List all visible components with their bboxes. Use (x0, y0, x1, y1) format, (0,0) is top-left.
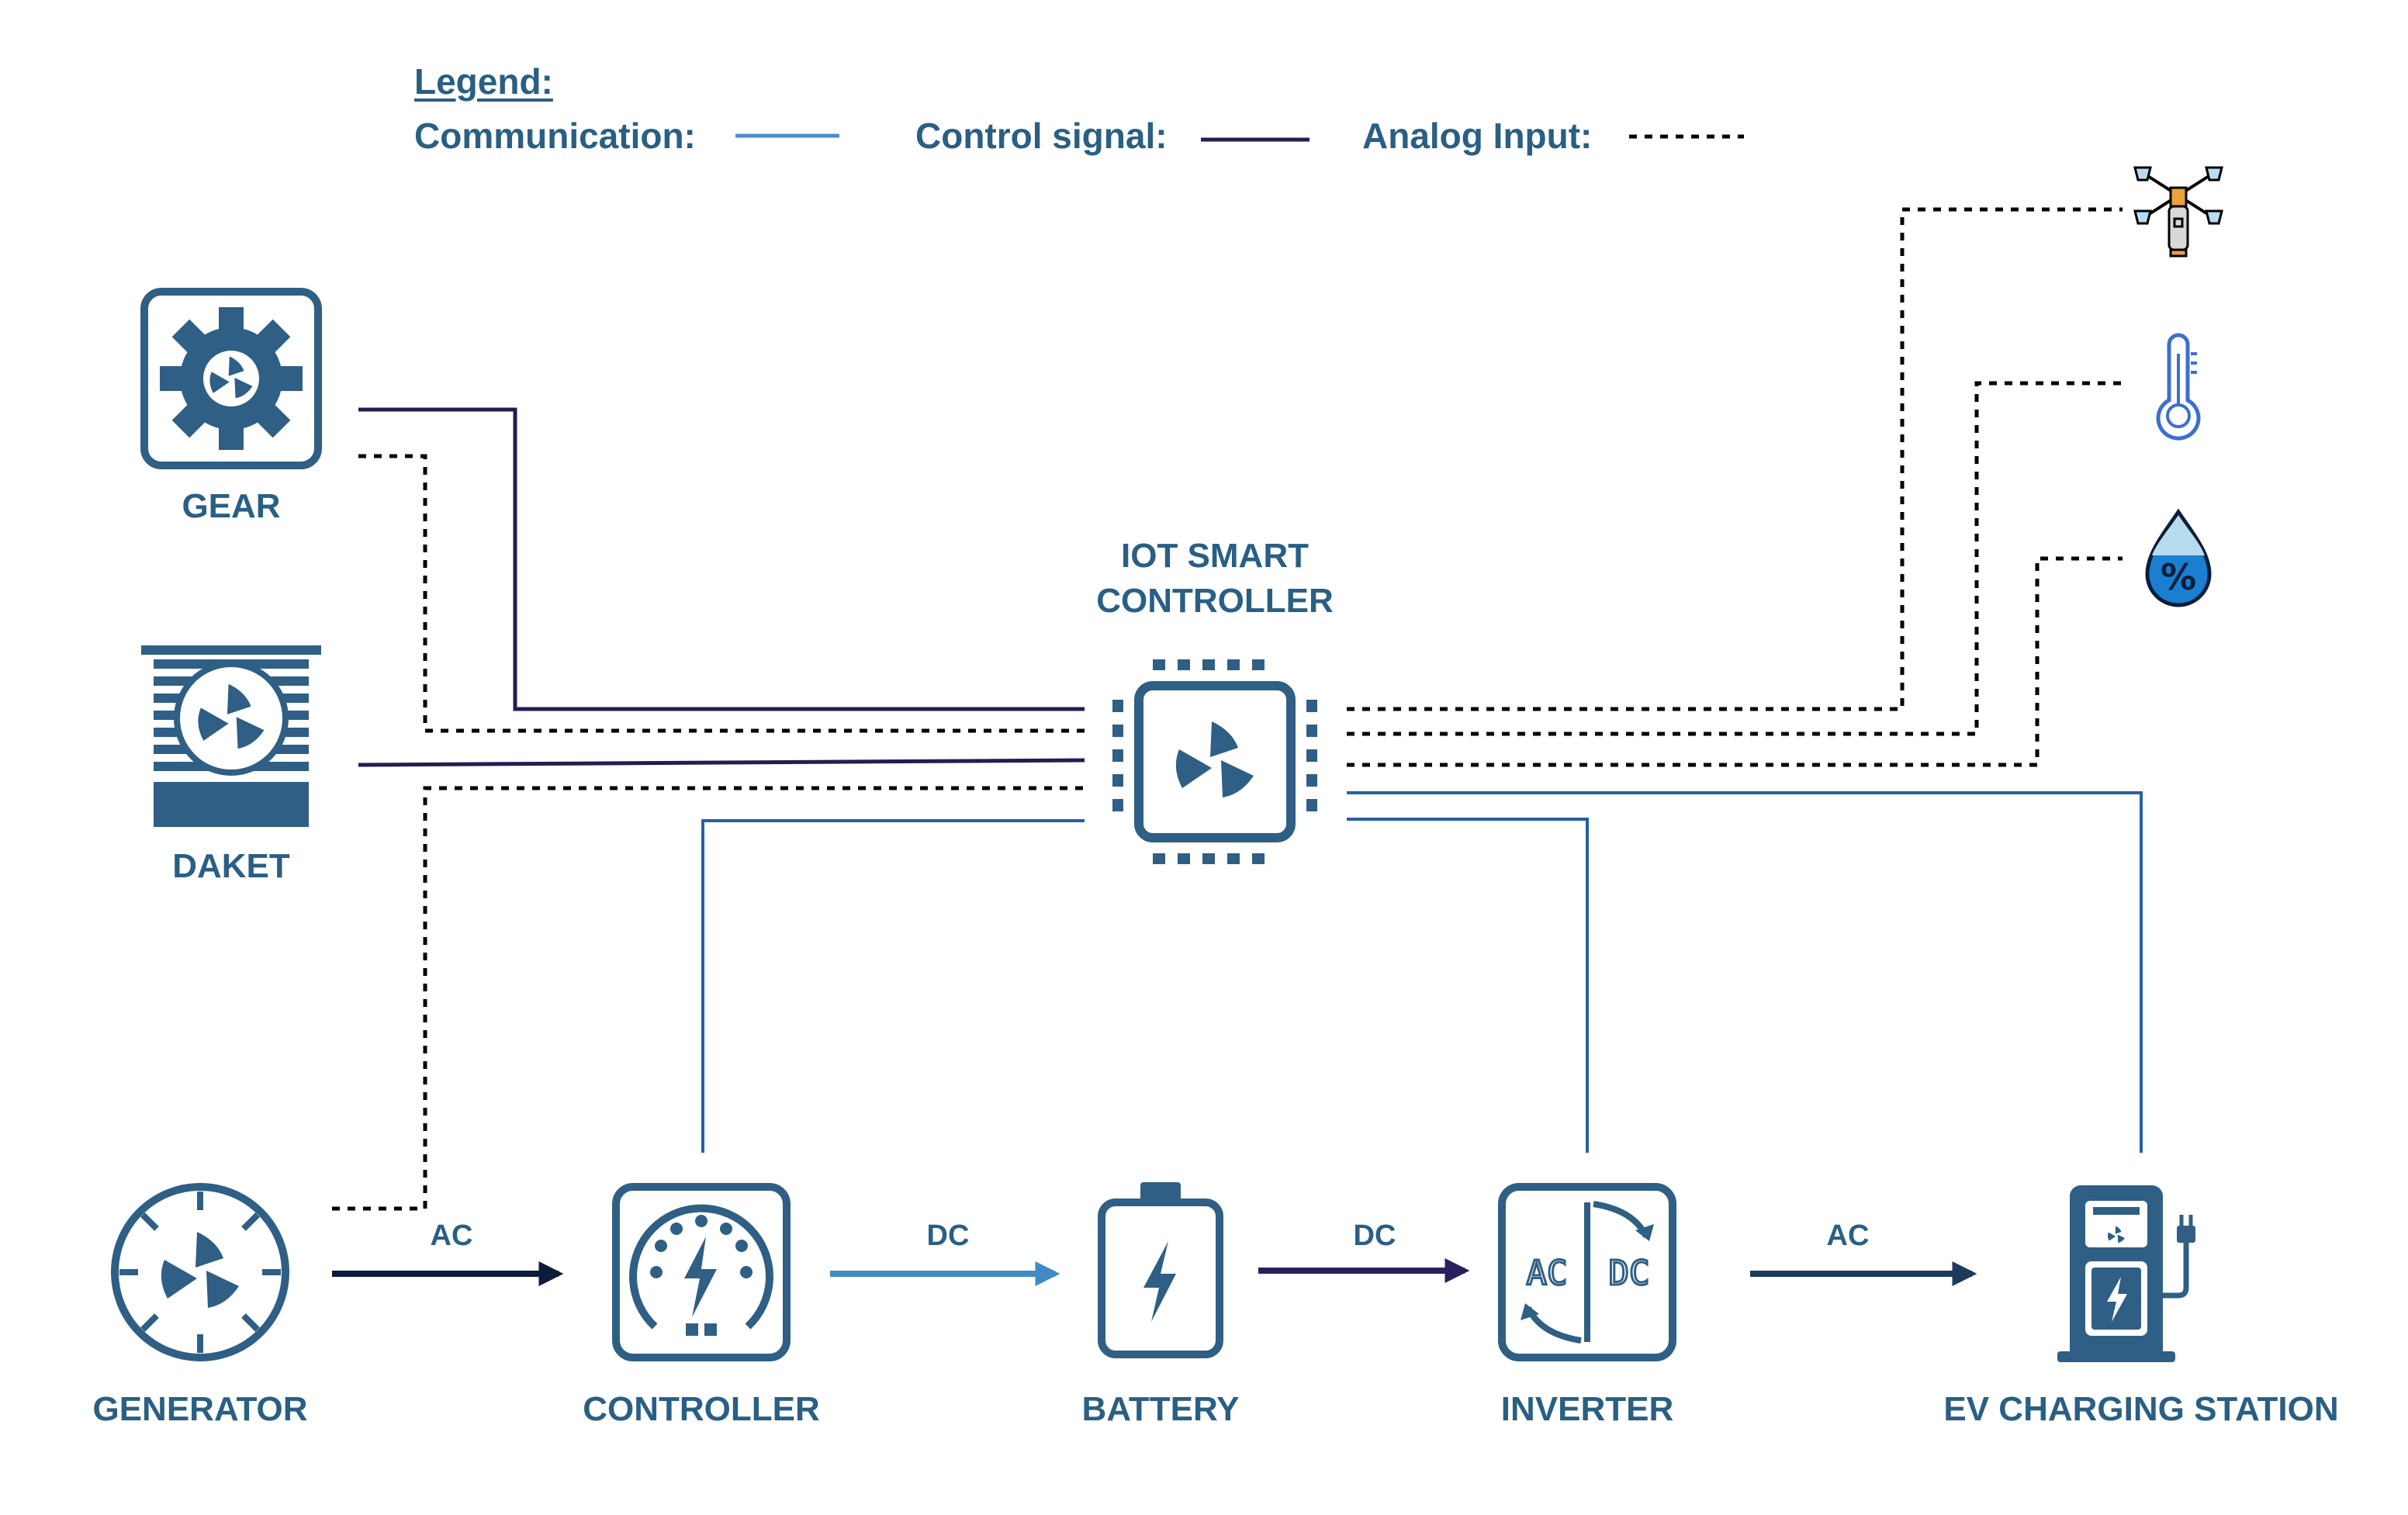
inverter-label: INVERTER (1500, 1390, 1674, 1428)
weather-sensor-icon (2133, 166, 2223, 258)
flow-label-dc-1: DC (926, 1219, 970, 1252)
flow-label-ac-1: AC (430, 1219, 473, 1252)
weather-analog-line (1347, 207, 2123, 711)
daket-label: DAKET (172, 847, 290, 885)
iot-label-line2: CONTROLLER (1096, 582, 1334, 620)
damper-icon (141, 645, 321, 827)
gear-icon (140, 288, 322, 469)
gear-label: GEAR (182, 487, 281, 525)
turbine-icon (111, 1183, 289, 1361)
legend-title: Legend: (414, 61, 553, 102)
legend-control-signal-label: Control signal: (915, 116, 1168, 156)
humidity-icon: % (2145, 508, 2212, 607)
inverter-icon: AC DC (1498, 1183, 1676, 1361)
inverter-comm-line (1347, 818, 1589, 1153)
flow-label-ac-2: AC (1826, 1219, 1870, 1252)
gauge-icon (612, 1183, 791, 1361)
chip-icon (1112, 659, 1317, 864)
battery-icon (1098, 1182, 1223, 1358)
ev-comm-line (1347, 791, 2143, 1153)
generator-analog-line (332, 786, 1085, 1211)
battery-label: BATTERY (1081, 1390, 1240, 1428)
daket-control-line (358, 758, 1085, 767)
iot-label-line1: IOT SMART (1121, 537, 1309, 575)
generator-label: GENERATOR (92, 1390, 308, 1428)
inverter-ac-text: AC (1527, 1254, 1568, 1293)
flow-label-dc-2: DC (1353, 1219, 1396, 1252)
controller-label: CONTROLLER (583, 1390, 820, 1428)
iot-label: IOT SMART CONTROLLER (1096, 534, 1334, 624)
legend-communication-label: Communication: (414, 116, 696, 156)
inverter-dc-text: DC (1609, 1254, 1650, 1293)
gear-control-line (358, 407, 1085, 711)
gear-analog-line (358, 454, 1085, 733)
humidity-analog-line (1347, 556, 2123, 767)
thermometer-icon (2156, 333, 2201, 441)
ev-charger-icon (2057, 1185, 2195, 1362)
legend-analog-input-label: Analog Input: (1362, 116, 1593, 156)
humidity-symbol: % (2161, 556, 2196, 598)
thermo-analog-line (1347, 381, 2123, 736)
ev-charging-station-label: EV CHARGING STATION (1943, 1390, 2339, 1428)
controller-comm-line (701, 819, 1085, 1153)
